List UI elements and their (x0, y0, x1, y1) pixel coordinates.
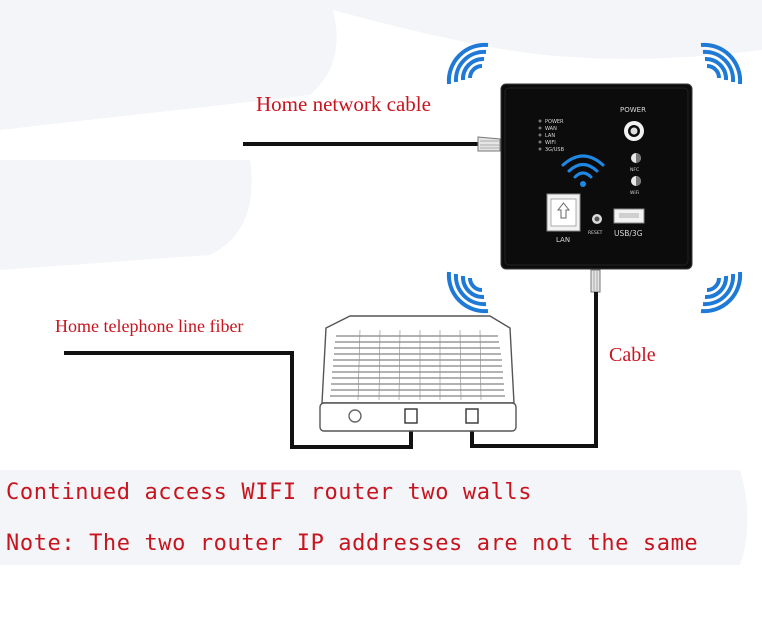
signal-waves (446, 42, 743, 314)
wifi-label: WiFi (630, 190, 639, 196)
nfc-button-icon (631, 153, 641, 163)
wall-router-panel: POWER WAN LAN WIFI 3G/USB POWER NFC WiFi (500, 83, 693, 270)
signal-wave-top-left-icon (446, 42, 489, 85)
nfc-label: NFC (630, 167, 639, 173)
modem-vent-columns (357, 329, 482, 401)
network-cable (243, 136, 501, 152)
indicator-wan: WAN (545, 126, 557, 132)
lan-port-icon (546, 193, 581, 232)
reset-button-icon (592, 214, 602, 224)
caption-line-1: Continued access WIFI router two walls (6, 480, 533, 505)
wifi-signal-icon (561, 154, 605, 187)
signal-wave-bottom-right-icon (700, 271, 743, 314)
reset-label: RESET (588, 230, 603, 236)
panel-to-modem-cable (470, 269, 601, 448)
signal-wave-top-right-icon (700, 42, 743, 85)
indicator-wifi: WIFI (545, 140, 556, 146)
wifi-button-icon (631, 176, 641, 186)
usb-port-icon (613, 208, 645, 224)
modem-router (319, 315, 517, 432)
modem-power-icon (348, 409, 362, 423)
power-label: POWER (620, 106, 646, 114)
cable-label: Cable (609, 344, 656, 366)
power-button-icon (624, 121, 644, 141)
modem-port-left-icon (404, 408, 418, 424)
caption-line-2: Note: The two router IP addresses are no… (6, 531, 699, 556)
signal-wave-bottom-left-icon (446, 271, 489, 314)
modem-vent-lines (330, 335, 505, 397)
indicator-list: POWER WAN LAN WIFI 3G/USB (538, 119, 565, 153)
home-network-cable-label: Home network cable (256, 92, 431, 116)
indicator-lan: LAN (545, 133, 555, 139)
modem-port-right-icon (465, 408, 479, 424)
lan-label: LAN (556, 236, 570, 244)
indicator-3g-usb: 3G/USB (545, 147, 565, 153)
telephone-fiber-line (64, 351, 413, 449)
usb-label: USB/3G (614, 229, 643, 238)
home-telephone-fiber-label: Home telephone line fiber (55, 316, 244, 336)
background-shapes (0, 0, 762, 565)
indicator-power: POWER (545, 119, 564, 125)
